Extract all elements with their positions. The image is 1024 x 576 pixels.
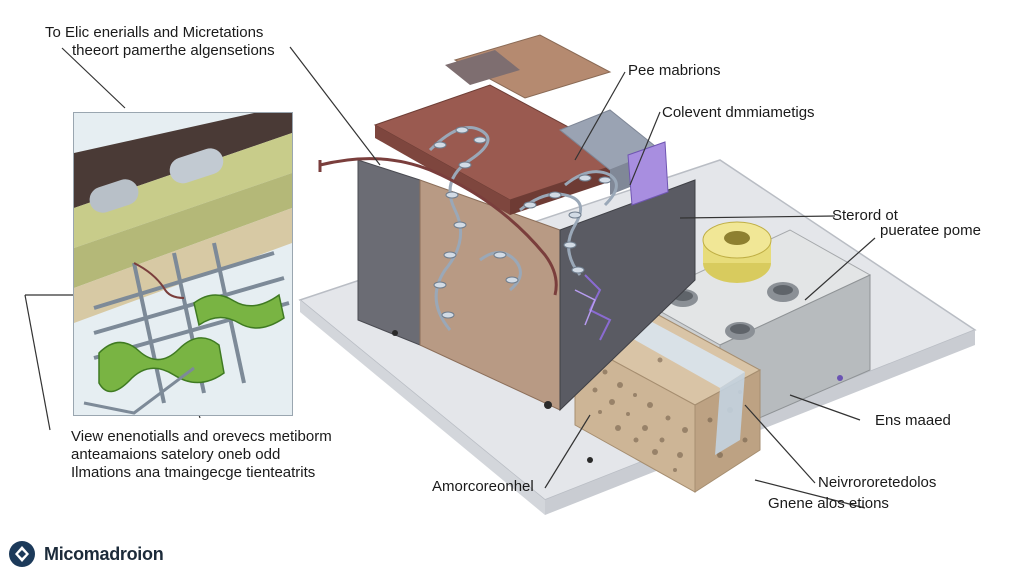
label-view-line1: View enenotialls and orevecs metiborm: [71, 428, 332, 445]
purple-tile: [627, 141, 669, 206]
wall-block-left: [357, 159, 421, 346]
label-view-line3: Ilmations ana tmaingecge tienteatrits: [71, 464, 316, 481]
grey-tile: [445, 50, 520, 85]
label-amorcorenhe: Amorcoreonhel: [432, 478, 534, 495]
label-materials-subtitle: theeort pamerthe algensetions: [72, 42, 275, 59]
inset-illustration: [74, 113, 292, 415]
diamond-logo-icon: [9, 541, 35, 567]
inset-view: [73, 112, 293, 416]
label-sterord: Sterord ot: [832, 207, 898, 224]
label-colevent: Colevent dmmiametigs: [662, 104, 815, 121]
label-pee-mabrions: Pee mabrions: [628, 62, 721, 79]
brand-name: Micomadroion: [44, 543, 164, 564]
label-ens-maaed: Ens maaed: [875, 412, 951, 429]
green-mesh: [98, 293, 285, 393]
label-gnene: Gnene alos etions: [768, 495, 889, 512]
label-view-line2: anteamaions satelory oneb odd: [71, 446, 281, 463]
label-materials-title: To Elic enerialls and Micretations: [45, 24, 264, 41]
label-pueratee: pueratee pome: [880, 222, 981, 239]
brand: Micomadroion: [8, 540, 164, 568]
label-neivrorone: Neivrororetedolos: [818, 474, 937, 491]
